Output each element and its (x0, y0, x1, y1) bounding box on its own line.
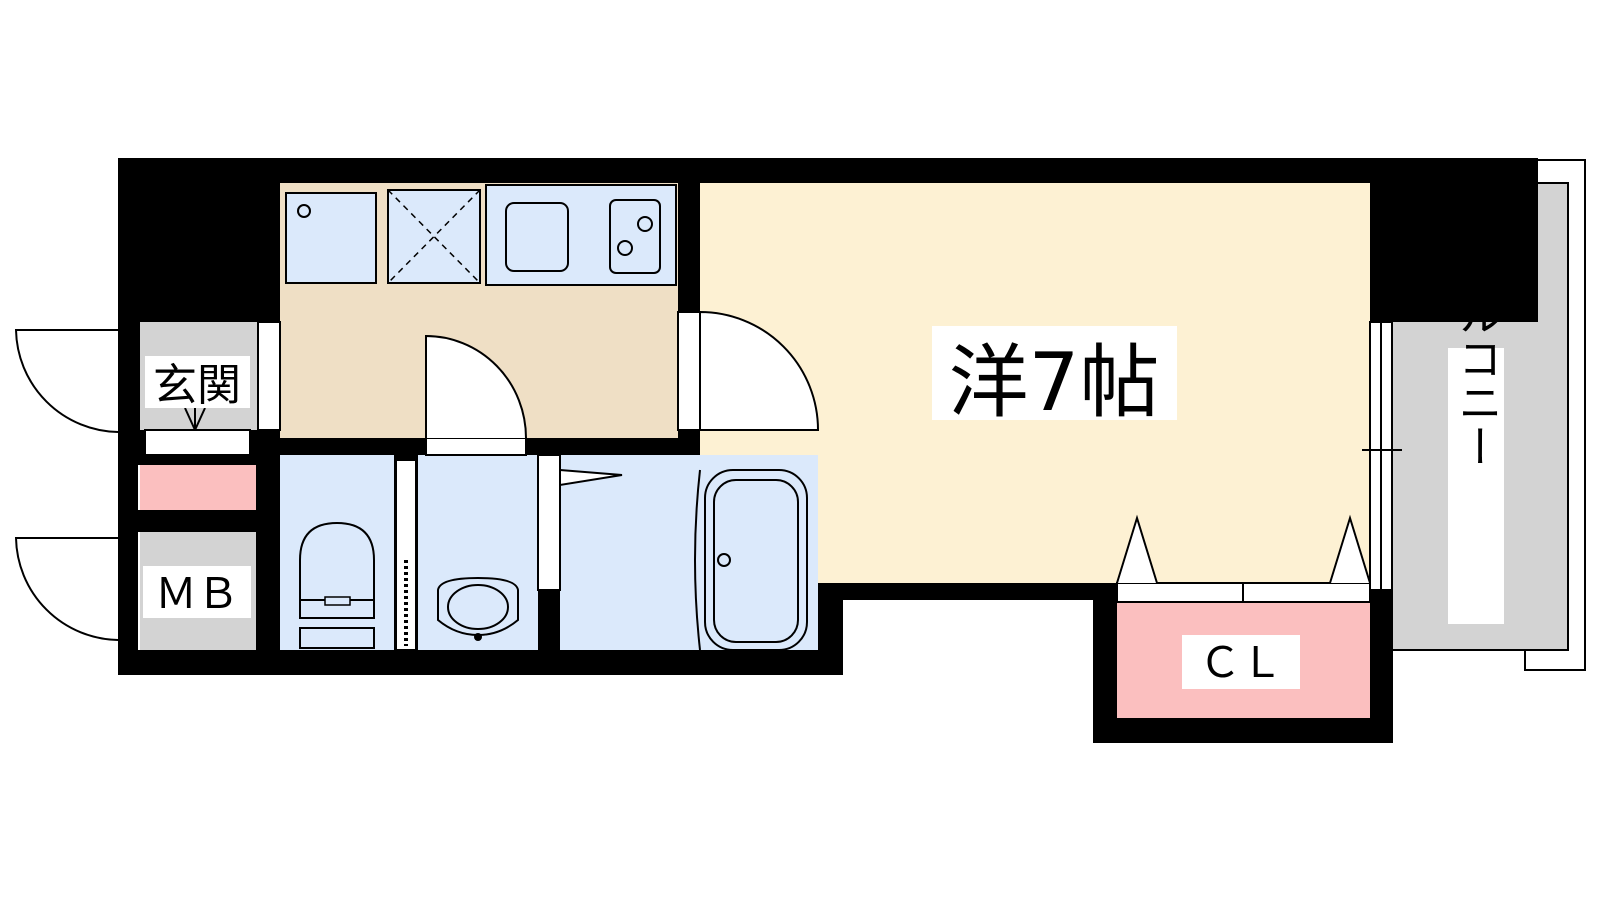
bath-door[interactable] (559, 468, 623, 487)
balcony-window[interactable] (1362, 321, 1402, 591)
toilet-icon (299, 521, 375, 649)
toilet-door[interactable] (395, 459, 417, 651)
entrance-step (144, 407, 251, 456)
room-door[interactable] (677, 310, 820, 431)
washbasin-icon (437, 576, 519, 641)
balcony-label: バルコニー (1451, 248, 1502, 468)
sink-icon (505, 202, 569, 272)
stove-icon (609, 199, 661, 274)
meter-box-label: ＭＢ (155, 569, 239, 618)
bathtub-icon (704, 469, 808, 651)
refrigerator-icon (285, 192, 377, 284)
meter-box-door[interactable] (14, 537, 119, 641)
bath-partition (694, 469, 701, 651)
shoe-storage (140, 465, 256, 510)
front-door[interactable] (14, 329, 119, 433)
closet-label: ＣＬ (1199, 638, 1283, 687)
bathroom-door[interactable] (425, 334, 527, 456)
washer-space-icon (387, 189, 481, 284)
western-room-label: 洋7帖 (949, 336, 1160, 429)
entrance-label: 玄関 (153, 360, 241, 411)
